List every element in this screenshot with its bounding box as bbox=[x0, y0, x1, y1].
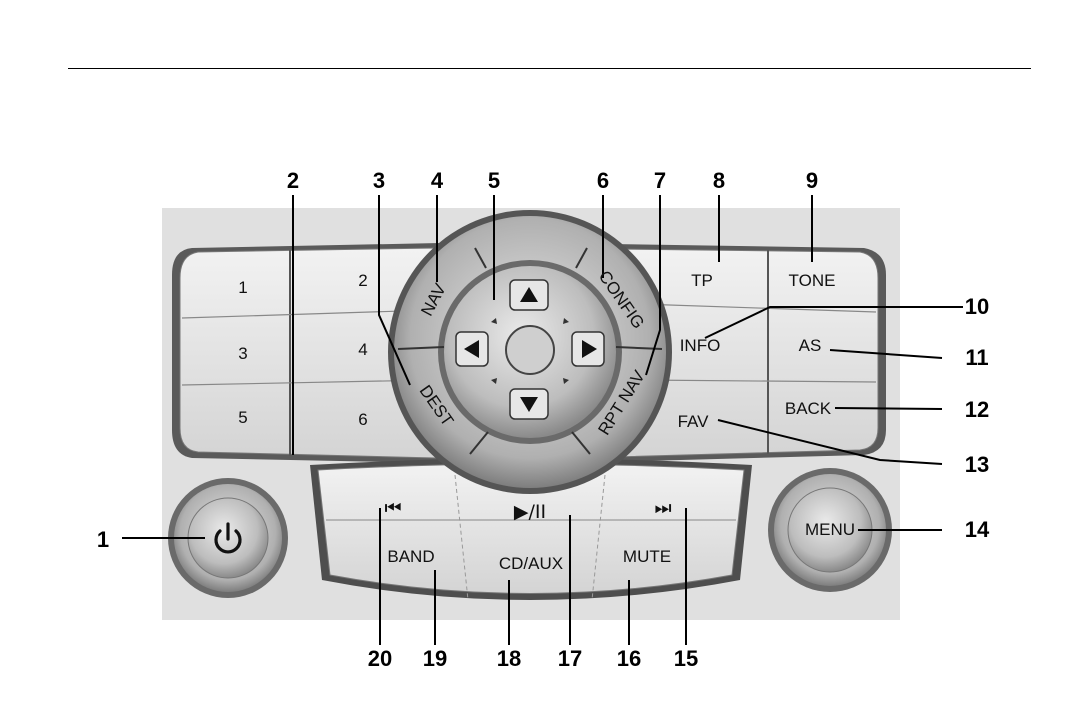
callout-10: 10 bbox=[965, 296, 989, 318]
callout-18: 18 bbox=[497, 648, 521, 670]
preset-6-button[interactable]: 6 bbox=[358, 410, 367, 430]
callout-5: 5 bbox=[488, 170, 500, 192]
info-button[interactable]: INFO bbox=[680, 336, 721, 356]
callout-13: 13 bbox=[965, 454, 989, 476]
callout-19: 19 bbox=[423, 648, 447, 670]
callout-7: 7 bbox=[654, 170, 666, 192]
callout-4: 4 bbox=[431, 170, 443, 192]
callout-20: 20 bbox=[368, 648, 392, 670]
preset-3-button[interactable]: 3 bbox=[238, 344, 247, 364]
play-pause-icon[interactable]: ▶/II bbox=[514, 501, 546, 523]
cd-aux-button[interactable]: CD/AUX bbox=[499, 554, 563, 574]
fav-button[interactable]: FAV bbox=[678, 412, 709, 432]
callout-1: 1 bbox=[97, 529, 109, 551]
callout-16: 16 bbox=[617, 648, 641, 670]
callout-12: 12 bbox=[965, 399, 989, 421]
band-button[interactable]: BAND bbox=[387, 547, 434, 567]
callout-3: 3 bbox=[373, 170, 385, 192]
callout-11: 11 bbox=[965, 347, 988, 369]
tp-button[interactable]: TP bbox=[691, 271, 713, 291]
callout-6: 6 bbox=[597, 170, 609, 192]
nav-ring bbox=[388, 210, 672, 494]
callout-15: 15 bbox=[674, 648, 698, 670]
back-button[interactable]: BACK bbox=[785, 399, 831, 419]
mute-button[interactable]: MUTE bbox=[623, 547, 671, 567]
as-button[interactable]: AS bbox=[799, 336, 822, 356]
preset-5-button[interactable]: 5 bbox=[238, 408, 247, 428]
callout-9: 9 bbox=[806, 170, 818, 192]
callout-14: 14 bbox=[965, 519, 989, 541]
callout-2: 2 bbox=[287, 170, 299, 192]
preset-4-button[interactable]: 4 bbox=[358, 340, 367, 360]
skip-back-icon[interactable]: ⏮ bbox=[384, 497, 401, 519]
tone-button[interactable]: TONE bbox=[789, 271, 836, 291]
menu-button[interactable]: MENU bbox=[805, 520, 855, 540]
preset-2-button[interactable]: 2 bbox=[358, 271, 367, 291]
callout-8: 8 bbox=[713, 170, 725, 192]
skip-forward-icon[interactable]: ⏭ bbox=[654, 497, 671, 519]
callout-17: 17 bbox=[558, 648, 582, 670]
preset-1-button[interactable]: 1 bbox=[238, 278, 247, 298]
